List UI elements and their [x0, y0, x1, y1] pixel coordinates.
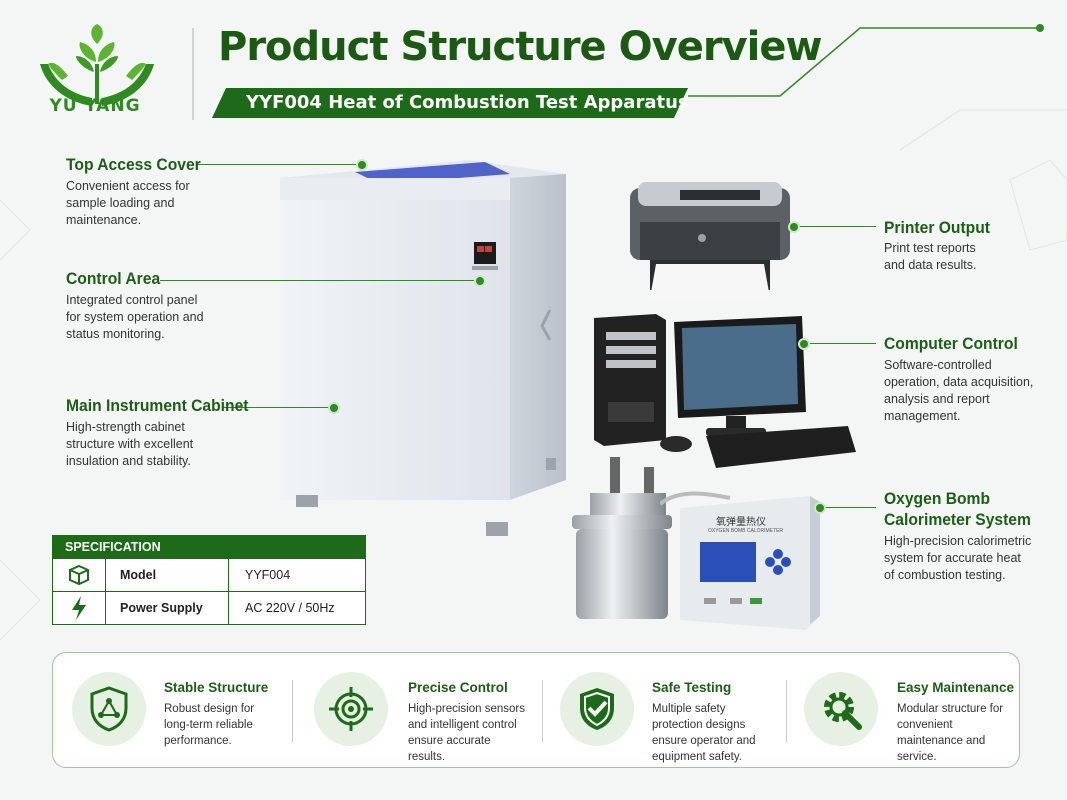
callout-title-oxygen-bomb-line1: Oxygen Bomb [884, 489, 991, 508]
feature-title-easy-maintenance: Easy Maintenance [897, 680, 1015, 695]
target-icon [314, 672, 388, 746]
subtitle-banner [212, 88, 688, 118]
callout-dot-main-cabinet [328, 402, 340, 414]
feature-title-stable-structure: Stable Structure [164, 680, 269, 695]
feature-desc-easy-maintenance: Modular structure for convenient mainten… [897, 703, 1004, 763]
callout-line-computer [804, 343, 876, 344]
callout-desc-computer: Software-controlled operation, data acqu… [884, 358, 1034, 423]
callout-dot-oxygen-bomb [814, 502, 826, 514]
spec-value-model: YYF004 [245, 568, 291, 582]
yuyang-logo [40, 24, 154, 106]
callout-dot-computer [798, 338, 810, 350]
spec-key-power-supply: Power Supply [106, 592, 229, 624]
feature-title-precise-control: Precise Control [408, 680, 508, 695]
callout-dot-top-cover [356, 159, 368, 171]
spec-row-model: Model YYF004 [53, 558, 365, 591]
spec-key-model: Model [106, 559, 229, 591]
page-subtitle: YYF004 Heat of Combustion Test Apparatus [246, 92, 689, 113]
callout-line-oxygen-bomb [820, 507, 876, 508]
callout-title-printer: Printer Output [884, 218, 991, 237]
callout-line-printer [796, 226, 876, 227]
callout-title-top-cover: Top Access Cover [66, 155, 201, 174]
gear-wrench-icon [804, 672, 878, 746]
calorimeter-panel-label: 氧弹量热仪 [716, 517, 766, 528]
spec-row-power-supply: Power Supply AC 220V / 50Hz [53, 591, 365, 624]
callout-line-main-cabinet [222, 407, 332, 408]
callout-title-main-cabinet: Main Instrument Cabinet [66, 396, 249, 415]
specification-table: SPECIFICATION Model YYF004 Power Supply … [52, 535, 366, 625]
callout-line-control-area [160, 280, 478, 281]
specification-heading: SPECIFICATION [53, 536, 365, 558]
page-title: Product Structure Overview [218, 24, 822, 70]
oxygen-bomb-image [572, 457, 672, 619]
callout-title-oxygen-bomb-line2: Calorimeter System [884, 510, 1031, 529]
feature-desc-safe-testing: Multiple safety protection designs ensur… [652, 703, 756, 763]
callout-line-top-cover [196, 164, 362, 165]
feature-separator [542, 680, 543, 742]
printer-image [630, 182, 790, 298]
feature-desc-precise-control: High-precision sensors and intelligent c… [408, 703, 525, 763]
lightning-icon [53, 592, 106, 624]
callout-title-control-area: Control Area [66, 269, 161, 288]
callout-title-computer: Computer Control [884, 334, 1018, 353]
callout-desc-oxygen-bomb: High-precision calorimetric system for a… [884, 534, 1032, 582]
shield-network-icon [72, 672, 146, 746]
callout-desc-control-area: Integrated control panel for system oper… [66, 293, 204, 341]
calorimeter-image [660, 491, 820, 630]
spec-value-power-supply: AC 220V / 50Hz [245, 601, 335, 615]
calorimeter-panel-sublabel: OXYGEN BOMB CALORIMETER [708, 528, 784, 534]
callout-dot-control-area [474, 275, 486, 287]
callout-desc-main-cabinet: High-strength cabinet structure with exc… [66, 420, 194, 468]
feature-title-safe-testing: Safe Testing [652, 680, 732, 695]
feature-desc-stable-structure: Robust design for long-term reliable per… [164, 703, 255, 747]
instrument-cabinet-image [280, 160, 566, 536]
cube-icon [53, 559, 106, 591]
feature-separator [786, 680, 787, 742]
feature-separator [292, 680, 293, 742]
computer-image [594, 314, 856, 468]
callout-desc-top-cover: Convenient access for sample loading and… [66, 179, 190, 227]
callout-desc-printer: Print test reports and data results. [884, 241, 977, 272]
header-divider [192, 28, 194, 120]
shield-check-icon [560, 672, 634, 746]
callout-dot-printer [788, 221, 800, 233]
brand-name: YU YANG [49, 96, 141, 116]
